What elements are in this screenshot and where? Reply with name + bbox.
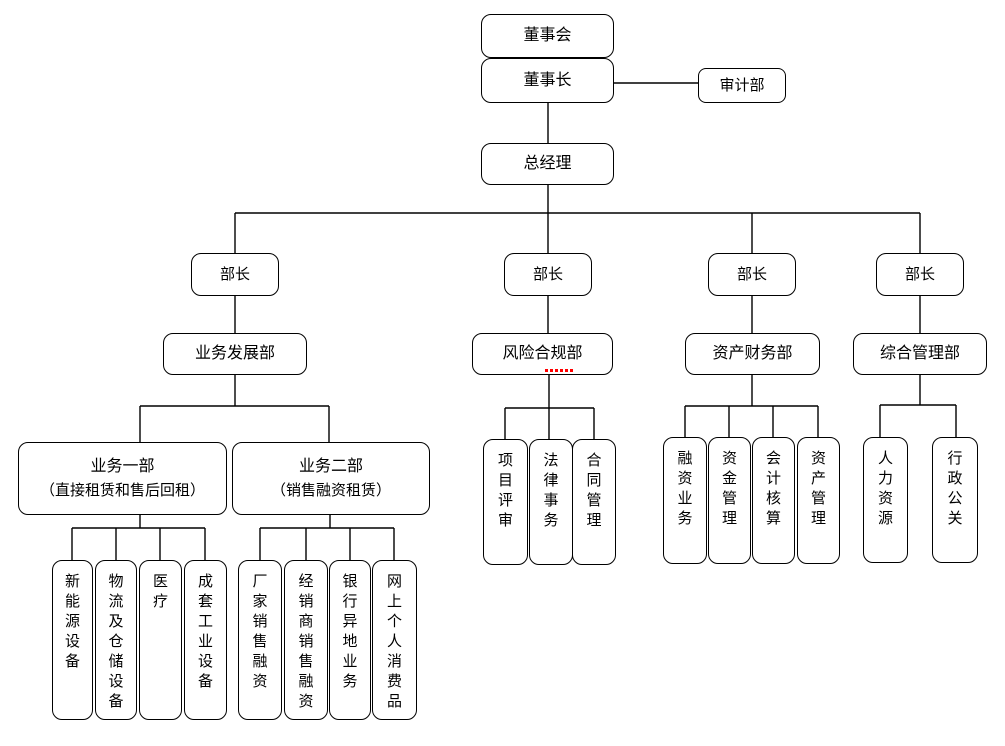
leaf-project-review-label: 项目评审 — [497, 453, 513, 529]
node-minister-4-label: 部长 — [904, 266, 935, 283]
leaf-manufacturer-sales-financing-label: 厂家销售融资 — [252, 574, 268, 690]
leaf-fund-management: 资金管理 — [708, 437, 751, 564]
leaf-financing-business-label: 融资业务 — [677, 451, 693, 527]
leaf-bank-remote-business: 银行异地业务 — [329, 560, 371, 720]
leaf-medical-label: 医疗 — [152, 574, 168, 610]
node-general-manager-label: 总经理 — [523, 155, 572, 173]
node-general-manager: 总经理 — [481, 143, 614, 185]
node-minister-2-label: 部长 — [532, 266, 563, 283]
leaf-industrial-equipment-sets: 成套工业设备 — [184, 560, 227, 720]
node-board-of-directors: 董事会 — [481, 14, 614, 58]
node-general-admin-dept: 综合管理部 — [853, 333, 987, 375]
leaf-dealer-sales-financing-label: 经销商销售融资 — [298, 574, 314, 710]
leaf-logistics-warehousing-equipment: 物流及仓储设备 — [95, 560, 137, 720]
node-chairman-label: 董事长 — [523, 71, 572, 89]
leaf-human-resources-label: 人力资源 — [877, 451, 893, 527]
leaf-manufacturer-sales-financing: 厂家销售融资 — [238, 560, 282, 720]
leaf-online-consumer-goods-label: 网上个人消费品 — [386, 574, 402, 710]
leaf-new-energy-equipment: 新能源设备 — [52, 560, 93, 720]
node-minister-1-label: 部长 — [219, 266, 250, 283]
node-asset-finance-dept-label: 资产财务部 — [712, 345, 793, 363]
leaf-industrial-equipment-sets-label: 成套工业设备 — [197, 574, 213, 690]
node-general-admin-dept-label: 综合管理部 — [879, 345, 960, 363]
node-minister-1: 部长 — [191, 253, 279, 296]
leaf-contract-management-label: 合同管理 — [586, 453, 602, 529]
leaf-new-energy-equipment-label: 新能源设备 — [64, 574, 80, 670]
leaf-fund-management-label: 资金管理 — [721, 451, 737, 527]
leaf-asset-management: 资产管理 — [797, 437, 840, 564]
node-business-unit-1-title: 业务一部 — [90, 457, 155, 475]
node-board-of-directors-label: 董事会 — [523, 27, 572, 45]
node-business-unit-2-title: 业务二部 — [298, 457, 363, 475]
node-business-development-dept: 业务发展部 — [163, 333, 307, 375]
node-risk-compliance-dept: 风险合规部 — [472, 333, 613, 375]
leaf-medical: 医疗 — [139, 560, 182, 720]
leaf-legal-affairs: 法律事务 — [529, 439, 573, 565]
node-business-development-dept-label: 业务发展部 — [194, 345, 275, 363]
leaf-human-resources: 人力资源 — [863, 437, 908, 563]
leaf-accounting-label: 会计核算 — [765, 451, 781, 527]
leaf-logistics-warehousing-equipment-label: 物流及仓储设备 — [108, 574, 124, 710]
node-minister-3: 部长 — [708, 253, 796, 296]
node-business-unit-2: 业务二部 （销售融资租赁） — [232, 442, 430, 515]
node-minister-4: 部长 — [876, 253, 964, 296]
leaf-project-review: 项目评审 — [483, 439, 528, 565]
node-audit-department-label: 审计部 — [719, 77, 765, 94]
node-minister-2: 部长 — [504, 253, 592, 296]
node-risk-compliance-dept-label: 风险合规部 — [502, 345, 583, 363]
node-business-unit-1-note: （直接租赁和售后回租） — [39, 482, 205, 499]
leaf-accounting: 会计核算 — [752, 437, 795, 564]
node-business-unit-2-note: （销售融资租赁） — [270, 482, 391, 499]
leaf-financing-business: 融资业务 — [663, 437, 707, 564]
leaf-dealer-sales-financing: 经销商销售融资 — [284, 560, 328, 720]
spellcheck-underline — [545, 369, 573, 372]
leaf-admin-public-relations-label: 行政公关 — [947, 451, 963, 527]
node-chairman: 董事长 — [481, 58, 614, 103]
leaf-online-consumer-goods: 网上个人消费品 — [372, 560, 417, 720]
leaf-asset-management-label: 资产管理 — [810, 451, 826, 527]
leaf-bank-remote-business-label: 银行异地业务 — [342, 574, 358, 690]
node-minister-3-label: 部长 — [736, 266, 767, 283]
leaf-legal-affairs-label: 法律事务 — [543, 453, 559, 529]
node-asset-finance-dept: 资产财务部 — [685, 333, 820, 375]
node-business-unit-1: 业务一部 （直接租赁和售后回租） — [18, 442, 227, 515]
leaf-contract-management: 合同管理 — [572, 439, 616, 565]
leaf-admin-public-relations: 行政公关 — [932, 437, 978, 563]
node-audit-department: 审计部 — [698, 68, 786, 103]
